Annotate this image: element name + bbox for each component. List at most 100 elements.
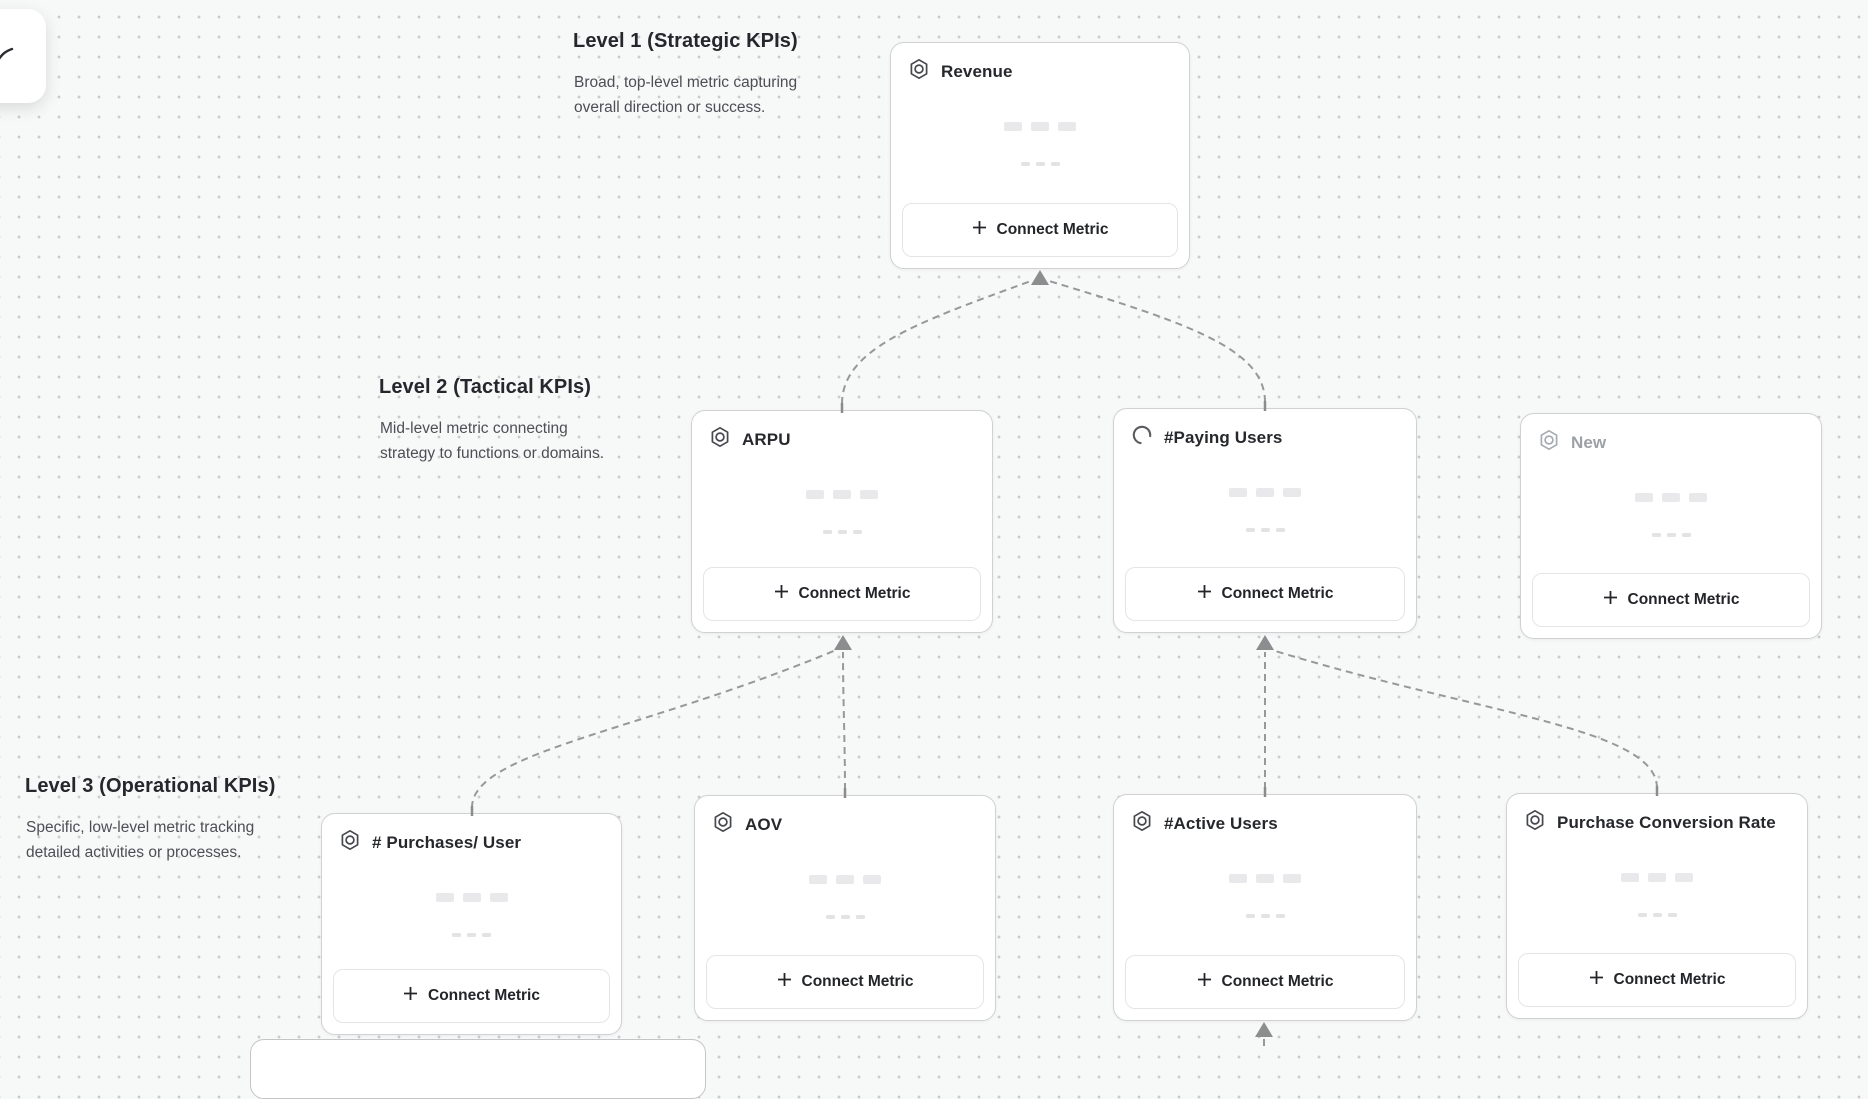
metric-card-partial[interactable] [250, 1039, 706, 1099]
metric-hexagon-icon [908, 58, 930, 85]
skeleton-placeholder [1521, 533, 1821, 537]
skeleton-bar [1667, 913, 1677, 917]
skeleton-bar [1260, 914, 1270, 918]
connect-metric-label: Connect Metric [1627, 591, 1740, 608]
section-description-line: strategy to functions or domains. [380, 445, 605, 462]
skeleton-bar [452, 933, 461, 937]
skeleton-placeholder [322, 933, 621, 937]
pen-icon [0, 47, 14, 60]
skeleton-bar [1621, 873, 1639, 882]
skeleton-placeholder [1507, 873, 1807, 882]
skeleton-bar [1283, 488, 1301, 497]
skeleton-placeholder [891, 122, 1189, 131]
plus-icon [1589, 970, 1604, 990]
card-title: Revenue [941, 61, 1013, 81]
metric-card-paying-users[interactable]: #Paying Users Connect Metric [1113, 408, 1417, 633]
card-header: Revenue [908, 58, 1013, 85]
skeleton-bar [1689, 493, 1707, 502]
section-title-level-1: Level 1 (Strategic KPIs) [573, 30, 798, 52]
skeleton-bar [806, 490, 824, 499]
section-description-line: Mid-level metric connecting [380, 420, 568, 437]
metric-card-new[interactable]: New Connect Metric [1520, 413, 1822, 639]
skeleton-bar [1666, 533, 1676, 537]
skeleton-bar [863, 875, 881, 884]
card-title: AOV [745, 814, 783, 834]
section-description-level-1: Broad, top-level metric capturing overal… [574, 70, 797, 120]
skeleton-placeholder [692, 530, 992, 534]
connect-metric-label: Connect Metric [1613, 971, 1726, 988]
metric-hexagon-icon [712, 811, 734, 838]
section-description-level-2: Mid-level metric connecting strategy to … [380, 416, 604, 466]
connect-metric-label: Connect Metric [428, 987, 540, 1004]
card-title: New [1571, 432, 1607, 452]
skeleton-bar [1256, 874, 1274, 883]
connect-metric-label: Connect Metric [996, 221, 1109, 238]
section-description-line: Specific, low-level metric tracking [26, 819, 255, 836]
connect-metric-button[interactable]: Connect Metric [1532, 573, 1810, 627]
skeleton-bar [1275, 528, 1285, 532]
section-title-level-2: Level 2 (Tactical KPIs) [379, 376, 592, 398]
skeleton-placeholder [1114, 914, 1416, 918]
metric-hexagon-icon [339, 829, 361, 856]
skeleton-placeholder [695, 915, 995, 919]
section-description-level-3: Specific, low-level metric tracking deta… [26, 815, 254, 865]
skeleton-bar [1681, 533, 1691, 537]
skeleton-bar [1245, 914, 1255, 918]
section-title-level-3: Level 3 (Operational KPIs) [25, 775, 276, 797]
plus-icon [403, 986, 418, 1006]
skeleton-bar [840, 915, 850, 919]
skeleton-bar [1004, 122, 1022, 131]
plus-icon [774, 584, 789, 604]
skeleton-bar [1260, 528, 1270, 532]
skeleton-bar [467, 933, 476, 937]
connect-metric-button[interactable]: Connect Metric [706, 955, 984, 1009]
skeleton-bar [822, 530, 832, 534]
connect-metric-button[interactable]: Connect Metric [333, 969, 610, 1023]
skeleton-bar [855, 915, 865, 919]
skeleton-bar [1058, 122, 1076, 131]
skeleton-bar [1035, 162, 1045, 166]
metric-card-revenue[interactable]: Revenue Connect Metric [890, 42, 1190, 269]
skeleton-bar [1050, 162, 1060, 166]
skeleton-bar [1020, 162, 1030, 166]
skeleton-bar [1648, 873, 1666, 882]
skeleton-bar [1652, 913, 1662, 917]
toolbar-panel[interactable] [0, 9, 46, 103]
skeleton-bar [1651, 533, 1661, 537]
metric-card-arpu[interactable]: ARPU Connect Metric [691, 410, 993, 633]
plus-icon [1603, 590, 1618, 610]
metric-card-active-users[interactable]: #Active Users Connect Metric [1113, 794, 1417, 1021]
skeleton-bar [1283, 874, 1301, 883]
connect-metric-label: Connect Metric [801, 973, 914, 990]
skeleton-bar [1635, 493, 1653, 502]
metric-card-aov[interactable]: AOV Connect Metric [694, 795, 996, 1021]
connect-metric-label: Connect Metric [1221, 973, 1334, 990]
card-header: New [1538, 429, 1606, 456]
card-header: AOV [712, 811, 782, 838]
skeleton-bar [860, 490, 878, 499]
section-description-line: detailed activities or processes. [26, 844, 242, 861]
section-description-line: Broad, top-level metric capturing [574, 74, 798, 91]
connect-metric-button[interactable]: Connect Metric [703, 567, 981, 621]
connect-metric-button[interactable]: Connect Metric [1125, 567, 1405, 621]
skeleton-bar [833, 490, 851, 499]
card-header: #Paying Users [1131, 424, 1282, 451]
card-title: #Active Users [1164, 813, 1278, 833]
skeleton-bar [1031, 122, 1049, 131]
metric-card-purchases-per-user[interactable]: # Purchases/ User Connect Metric [321, 813, 622, 1035]
skeleton-placeholder [1114, 528, 1416, 532]
connect-metric-button[interactable]: Connect Metric [902, 203, 1178, 257]
skeleton-placeholder [322, 893, 621, 902]
connect-metric-button[interactable]: Connect Metric [1125, 955, 1405, 1009]
skeleton-bar [489, 893, 508, 902]
skeleton-placeholder [1114, 488, 1416, 497]
connect-metric-label: Connect Metric [1221, 585, 1334, 602]
connect-metric-button[interactable]: Connect Metric [1518, 953, 1796, 1007]
metric-card-purchase-conversion-rate[interactable]: Purchase Conversion Rate Connect Metric [1506, 793, 1808, 1019]
skeleton-bar [1675, 873, 1693, 882]
skeleton-bar [1637, 913, 1647, 917]
skeleton-bar [1245, 528, 1255, 532]
card-header: Purchase Conversion Rate [1524, 809, 1776, 836]
skeleton-bar [825, 915, 835, 919]
